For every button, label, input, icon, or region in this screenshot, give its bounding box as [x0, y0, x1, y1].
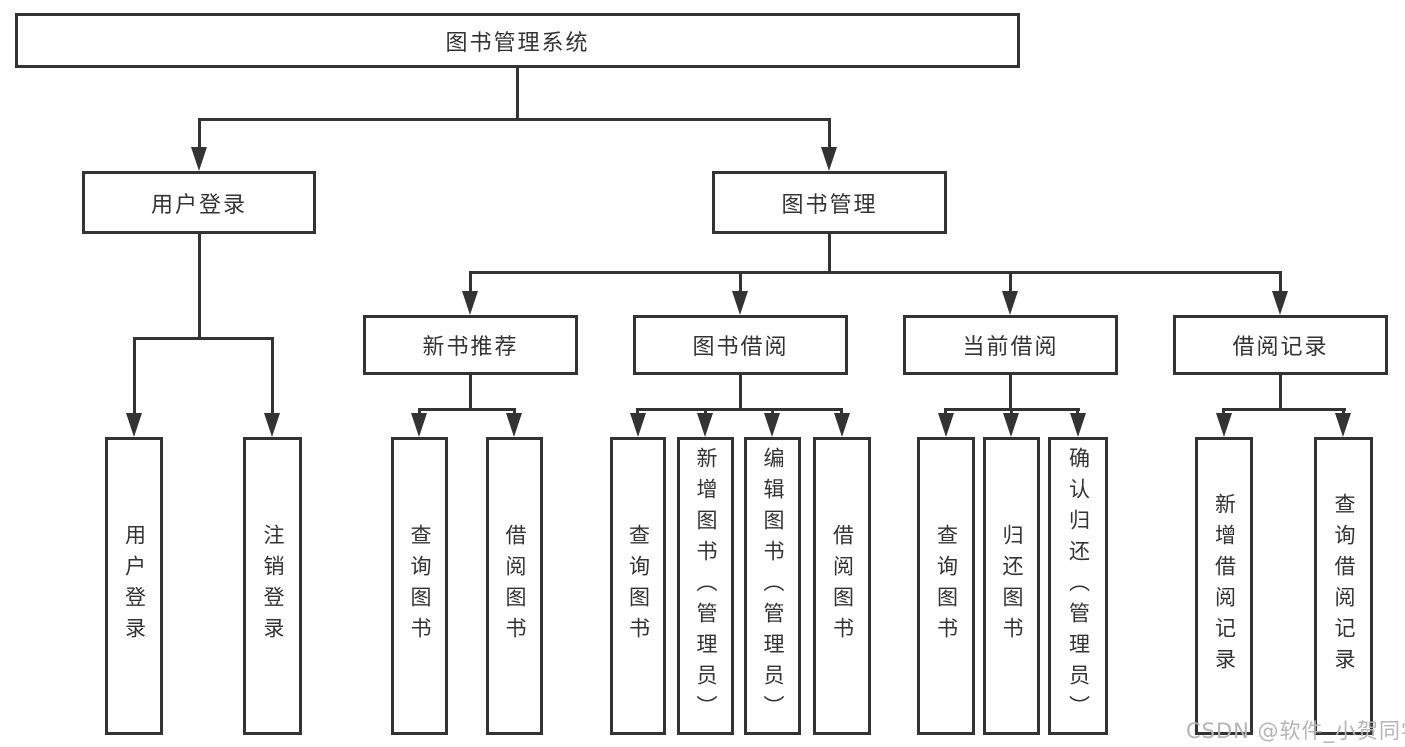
connector-records-stem [1279, 271, 1282, 295]
leaf-return-book: 归还图书 [983, 437, 1040, 735]
leaf-add-book-admin: 新增图书（管理员） [677, 437, 734, 735]
connector-userlogin-split [133, 337, 274, 340]
arrow-down-icon [411, 413, 427, 437]
leaf-label: 查询图书 [408, 524, 432, 648]
leaf-logout: 注销登录 [243, 437, 302, 735]
node-borrow-records-label: 借阅记录 [1232, 335, 1329, 360]
arrow-down-icon [732, 291, 748, 315]
node-book-borrow-label: 图书借阅 [692, 335, 789, 360]
leaf-query-book: 查询图书 [391, 437, 448, 735]
leaf-label: 注销登录 [261, 524, 285, 648]
leaf-label: 编辑图书（管理员） [761, 446, 785, 726]
leaf-label: 归还图书 [1000, 524, 1024, 648]
leaf-user-login: 用户登录 [105, 437, 163, 735]
node-book-mgmt: 图书管理 [712, 171, 947, 234]
arrow-down-icon [834, 413, 850, 437]
arrow-down-icon [1216, 413, 1232, 437]
leaf-label: 查询借阅记录 [1332, 493, 1356, 679]
leaf-label: 借阅图书 [830, 524, 855, 648]
arrow-down-icon [1003, 413, 1019, 437]
connector-root-stem [516, 68, 519, 121]
connector-bookborrow-split [636, 408, 843, 411]
connector-newbook-down [469, 375, 472, 411]
arrow-down-icon [506, 413, 522, 437]
leaf-query-book: 查询图书 [610, 437, 666, 735]
leaf-edit-book-admin: 编辑图书（管理员） [744, 437, 801, 735]
connector-level3-split [469, 271, 1282, 274]
connector-newbook-stem [469, 271, 472, 295]
connector-currentborrow-down [1009, 375, 1012, 411]
leaf-label: 借阅图书 [503, 524, 527, 648]
connector-userlogin-stem [198, 118, 201, 150]
leaf-label: 查询图书 [934, 524, 959, 648]
connector-bookborrow-down [739, 375, 742, 411]
node-book-mgmt-label: 图书管理 [781, 192, 878, 218]
arrow-down-icon [191, 147, 207, 171]
arrow-down-icon [630, 413, 646, 437]
arrow-down-icon [1070, 413, 1086, 437]
node-root: 图书管理系统 [15, 13, 1020, 68]
connector-newbook-split [418, 408, 516, 411]
leaf-confirm-return-admin: 确认归还（管理员） [1048, 437, 1108, 735]
arrow-down-icon [1002, 291, 1018, 315]
connector-currentborrow-stem [1009, 271, 1012, 295]
node-root-label: 图书管理系统 [445, 30, 590, 56]
arrow-down-icon [1335, 413, 1351, 437]
connector-records-down [1279, 375, 1282, 411]
connector-bookborrow-stem [739, 271, 742, 295]
connector-userlogin-down [198, 234, 201, 340]
arrow-down-icon [938, 413, 954, 437]
leaf-label: 确认归还（管理员） [1066, 446, 1091, 726]
connector-records-split [1222, 408, 1346, 411]
leaf-borrow-book: 借阅图书 [813, 437, 871, 735]
leaf-label: 新增借阅记录 [1212, 493, 1237, 679]
arrow-down-icon [697, 413, 713, 437]
node-new-book: 新书推荐 [363, 315, 578, 375]
node-new-book-label: 新书推荐 [422, 335, 519, 360]
connector-level2-split [198, 118, 831, 121]
node-user-login: 用户登录 [82, 171, 316, 234]
connector-leaf-stem [133, 337, 136, 417]
arrow-down-icon [462, 291, 478, 315]
connector-leaf-stem [271, 337, 274, 417]
leaf-query-borrow-record: 查询借阅记录 [1314, 437, 1373, 735]
connector-bookmgmt-down [828, 234, 831, 274]
leaf-query-book: 查询图书 [917, 437, 975, 735]
connector-bookmgmt-stem [828, 118, 831, 150]
node-book-borrow: 图书借阅 [633, 315, 848, 375]
arrow-down-icon [1272, 291, 1288, 315]
leaf-label: 新增图书（管理员） [694, 446, 718, 726]
arrow-down-icon [264, 413, 280, 437]
leaf-add-borrow-record: 新增借阅记录 [1195, 437, 1253, 735]
arrow-down-icon [821, 147, 837, 171]
node-current-borrow-label: 当前借阅 [962, 335, 1059, 360]
leaf-label: 用户登录 [122, 524, 147, 648]
leaf-label: 查询图书 [626, 524, 651, 648]
arrow-down-icon [126, 413, 142, 437]
arrow-down-icon [764, 413, 780, 437]
node-user-login-label: 用户登录 [150, 192, 247, 218]
leaf-borrow-book: 借阅图书 [486, 437, 543, 735]
node-current-borrow: 当前借阅 [903, 315, 1118, 375]
csdn-watermark: CSDN @软件_小贺同学 [1186, 719, 1405, 743]
node-borrow-records: 借阅记录 [1173, 315, 1388, 375]
